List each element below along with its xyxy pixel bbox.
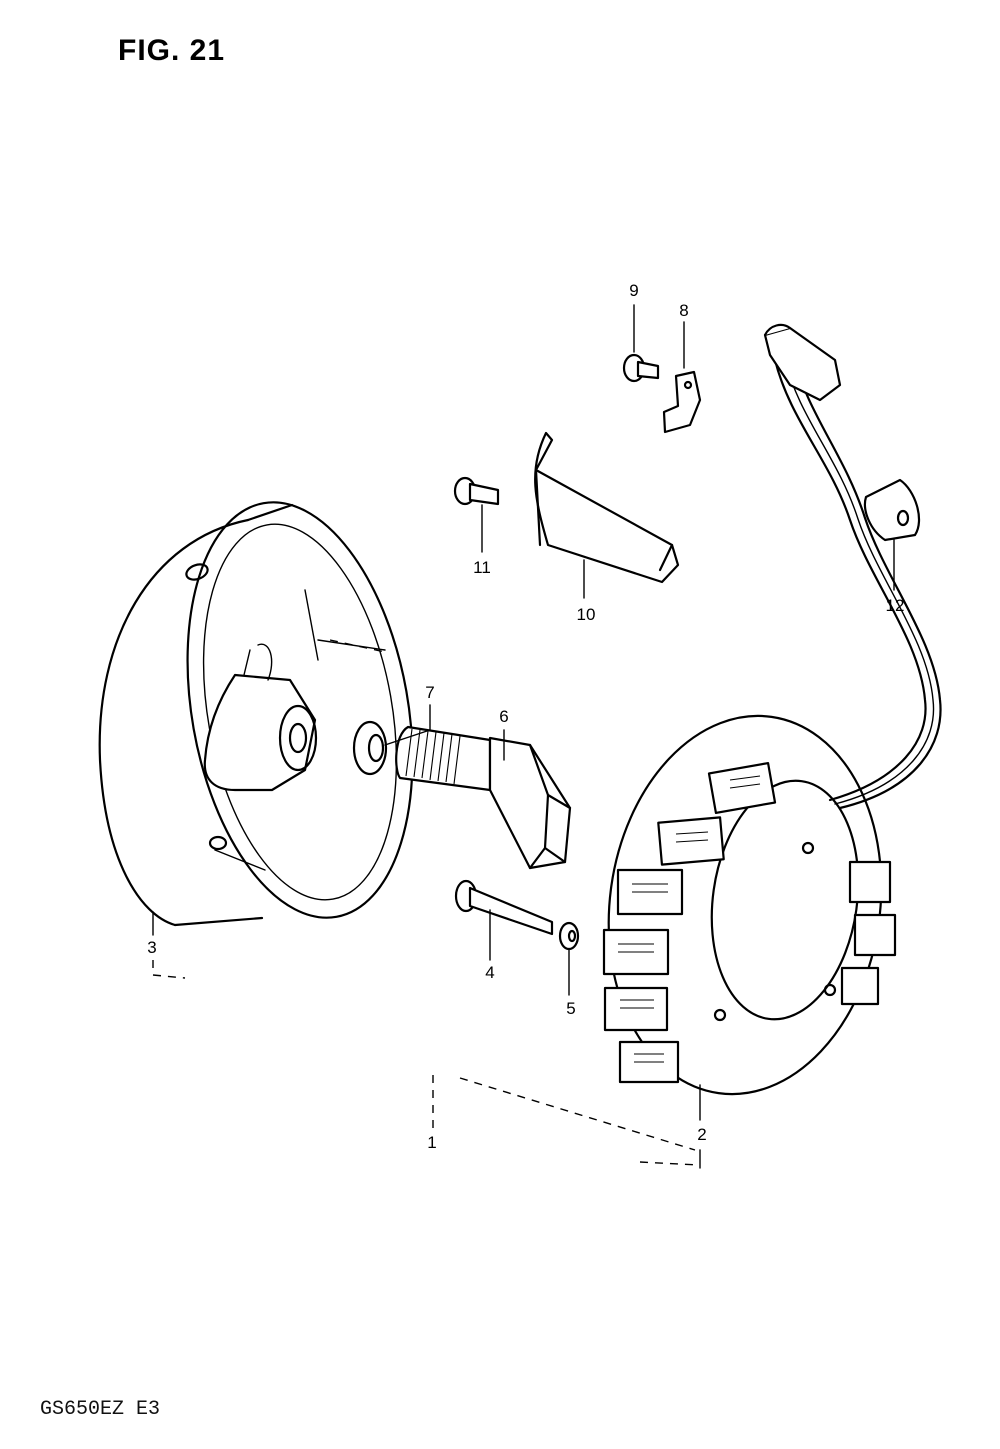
rotor-bolt-part-6[interactable] (395, 725, 572, 870)
callout-1: 1 (427, 1133, 436, 1152)
callout-12: 12 (886, 596, 905, 615)
washer-part-7[interactable] (352, 720, 388, 776)
grommet-part-12[interactable] (863, 478, 920, 542)
stator-part-2[interactable] (585, 698, 905, 1112)
screw-part-9[interactable] (622, 353, 660, 383)
screw-part-11[interactable] (453, 476, 500, 506)
callout-6: 6 (499, 707, 508, 726)
wire-harness[interactable] (763, 323, 942, 810)
callout-labels: 1 2 3 4 5 6 7 8 9 10 11 12 (147, 281, 904, 1152)
callout-5: 5 (566, 999, 575, 1018)
callout-10: 10 (577, 605, 596, 624)
callout-4: 4 (485, 963, 494, 982)
callout-11: 11 (473, 558, 491, 577)
washer-part-5[interactable] (558, 921, 580, 951)
cover-plate-part-10[interactable] (534, 431, 680, 584)
rotor-flywheel[interactable] (98, 484, 443, 935)
callout-2: 2 (697, 1125, 706, 1144)
model-code-label: GS650EZ E3 (40, 1398, 161, 1421)
callout-9: 9 (629, 281, 638, 300)
clamp-part-8[interactable] (662, 370, 702, 434)
figure-title: FIG. 21 (118, 34, 226, 67)
callout-3: 3 (147, 938, 156, 957)
callout-8: 8 (679, 301, 688, 320)
leader-lines (152, 304, 895, 1169)
callout-7: 7 (425, 683, 434, 702)
screw-part-4[interactable] (454, 879, 554, 936)
